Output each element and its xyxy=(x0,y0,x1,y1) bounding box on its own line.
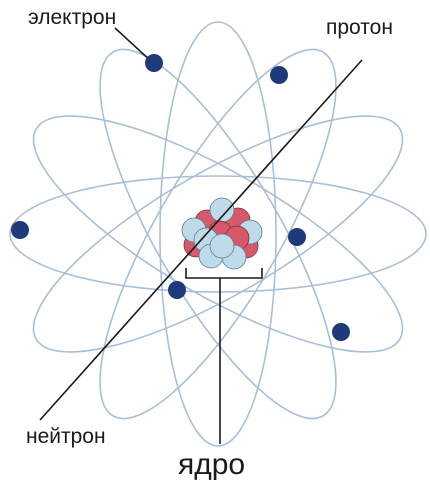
electrons xyxy=(11,54,350,341)
neutron-label: нейтрон xyxy=(26,425,106,448)
proton-label: протон xyxy=(326,16,393,39)
electron xyxy=(270,66,288,84)
electron xyxy=(11,221,29,239)
nucleus-bracket xyxy=(186,268,262,278)
neutron xyxy=(210,234,234,258)
neutron xyxy=(210,198,234,222)
electron xyxy=(168,281,186,299)
electron xyxy=(288,228,306,246)
nucleus xyxy=(182,198,262,269)
electron xyxy=(145,54,163,72)
electron-label: электрон xyxy=(28,6,116,29)
electron-leader-line xyxy=(115,28,152,62)
electron xyxy=(332,323,350,341)
proton-neutron-leader-line xyxy=(40,60,362,420)
nucleus-label: ядро xyxy=(178,448,245,481)
